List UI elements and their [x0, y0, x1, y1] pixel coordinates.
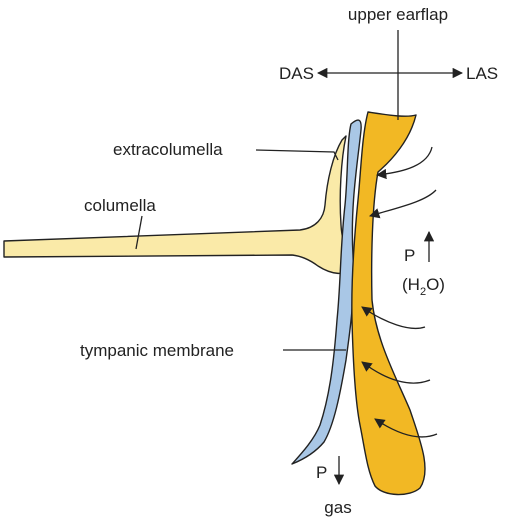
pressure-p-top-label: P	[404, 246, 415, 265]
curved-arrow-icon	[374, 418, 438, 438]
curved-arrow-icon	[375, 146, 433, 180]
las-label: LAS	[466, 64, 498, 83]
extracolumella-leader-line	[255, 149, 339, 161]
pressure-p-bottom-label: P	[316, 463, 327, 482]
columella-leader-line	[135, 215, 143, 250]
tympanic-membrane-label: tympanic membrane	[80, 341, 234, 360]
water-close-label: O)	[426, 275, 445, 294]
das-label: DAS	[279, 64, 314, 83]
extracolumella-label: extracolumella	[113, 140, 223, 159]
columella-label: columella	[84, 196, 156, 215]
upper-earflap-shape	[351, 111, 426, 496]
gas-label: gas	[324, 498, 351, 517]
tympanic-membrane-shape	[291, 119, 362, 465]
upper-earflap-label: upper earflap	[348, 5, 448, 24]
water-label: (H2O)	[402, 275, 445, 298]
curved-arrow-icon	[369, 189, 437, 219]
water-open-label: (H	[402, 275, 420, 294]
curved-arrow-icon	[361, 306, 426, 329]
columella-shape	[3, 135, 353, 275]
water-subscript-label: 2	[420, 286, 426, 298]
curved-arrow-icon	[361, 361, 431, 384]
